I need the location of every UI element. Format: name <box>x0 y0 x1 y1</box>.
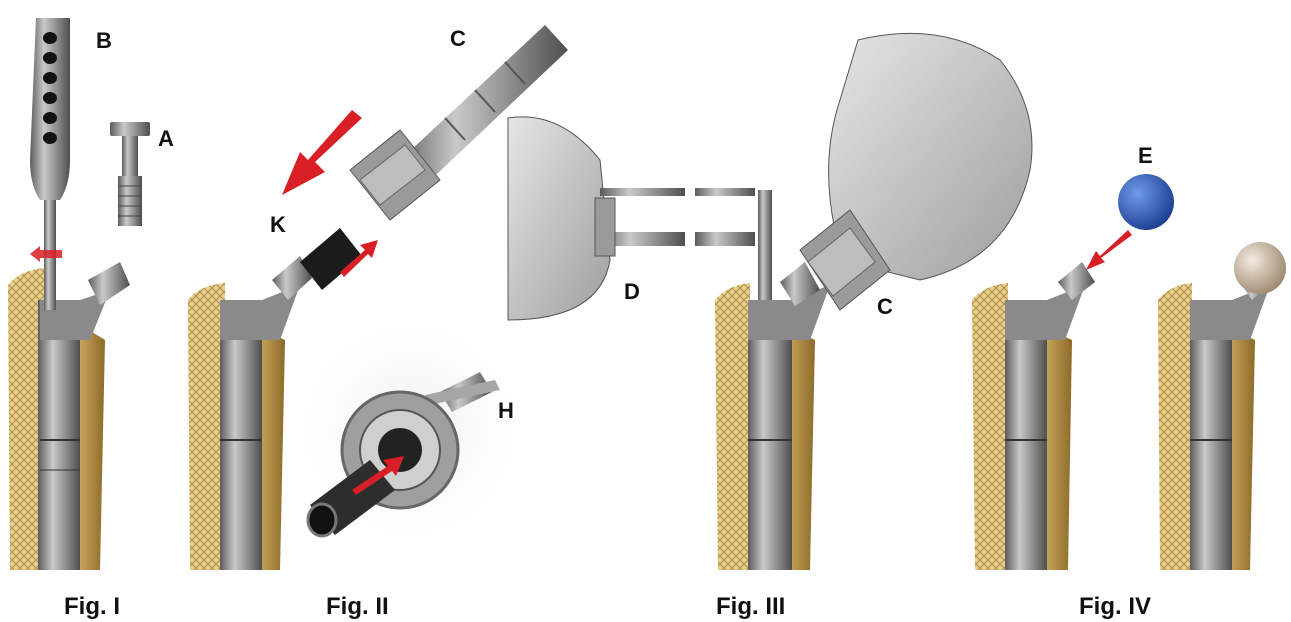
head-arrow-icon <box>1086 230 1132 270</box>
label-d: D <box>624 281 640 303</box>
fig1-femur <box>8 262 130 570</box>
label-c-fig2: C <box>450 28 466 50</box>
fig4-femur-left <box>972 262 1095 570</box>
head-ceramic-ball <box>1234 242 1286 294</box>
label-c-fig3: C <box>877 296 893 318</box>
label-k: K <box>270 214 286 236</box>
screw-a <box>110 122 150 226</box>
handle-b <box>30 18 70 310</box>
fig2-femur <box>188 256 312 570</box>
caption-fig1: Fig. I <box>64 595 120 619</box>
head-e-ball <box>1118 174 1174 230</box>
label-b: B <box>96 30 112 52</box>
fig3-femur <box>715 283 830 570</box>
push-arrow-big-icon <box>282 110 362 195</box>
label-h: H <box>498 400 514 422</box>
caption-fig3: Fig. III <box>716 595 785 619</box>
label-a: A <box>158 128 174 150</box>
caption-fig2: Fig. II <box>326 595 389 619</box>
caption-fig4: Fig. IV <box>1079 595 1151 619</box>
adapter-k <box>300 228 362 290</box>
hand-with-impactor-c <box>780 33 1032 310</box>
inset-detail-h <box>305 325 515 536</box>
label-e: E <box>1138 145 1153 167</box>
fig4-femur-right <box>1158 242 1286 570</box>
